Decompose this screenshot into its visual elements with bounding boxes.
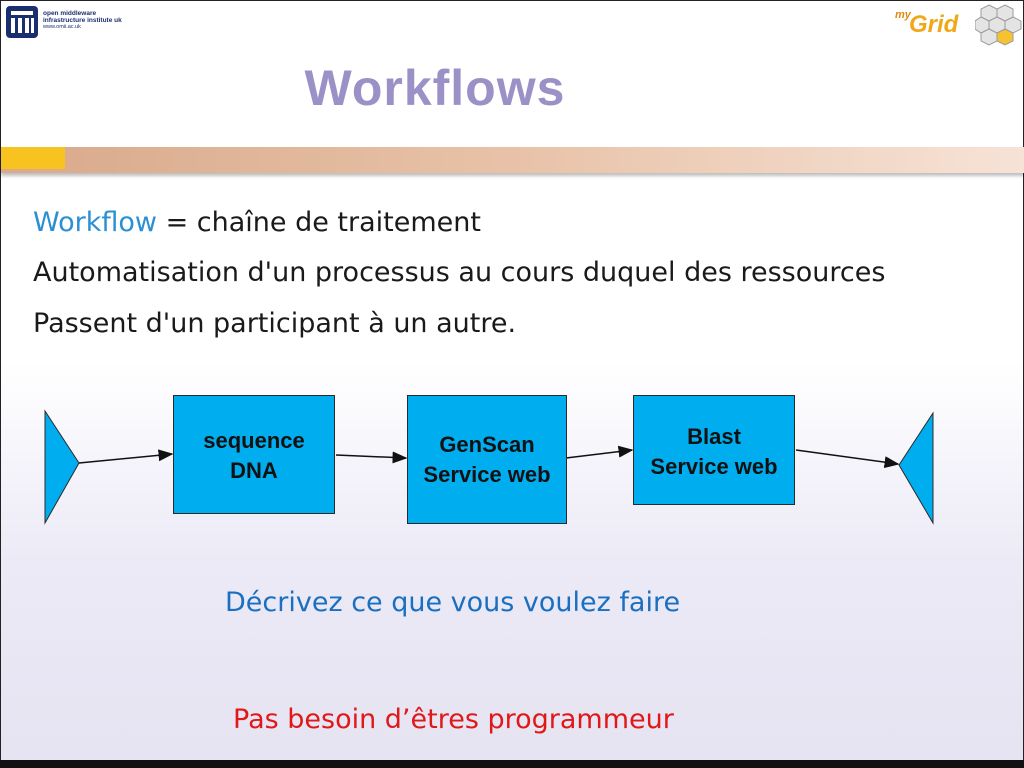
no-programmer-note: Pas besoin d’êtres programmeur	[233, 704, 674, 735]
node-genscan-line-1: GenScan	[439, 431, 535, 457]
node-blast-line-1: Blast	[687, 424, 741, 449]
node-sequence-dna-line-2: DNA	[230, 458, 278, 483]
mygrid-logo: my Grid	[891, 3, 1024, 47]
omii-logo-text: open middleware infrastructure institute…	[43, 10, 122, 31]
body-line-2: Automatisation d'un processus au cours d…	[33, 257, 886, 288]
body-line-3: Passent d'un participant à un autre.	[33, 308, 517, 339]
body-line-1-rest: = chaîne de traitement	[156, 207, 481, 238]
title-separator-accent	[1, 147, 65, 169]
title-separator-band	[1, 147, 1024, 173]
mygrid-grid: Grid	[909, 11, 959, 38]
mygrid-logo-icon	[975, 4, 1022, 46]
edge-genscan-to-blast	[565, 445, 634, 459]
edge-input-to-sequence	[78, 449, 174, 464]
input-triangle	[44, 409, 80, 525]
edge-sequence-to-genscan	[335, 451, 408, 464]
output-triangle	[898, 411, 934, 525]
slide-title: Workflows	[304, 60, 566, 116]
mygrid-my: my	[895, 9, 911, 21]
node-genscan-line-2: Service web	[423, 461, 551, 487]
node-blast-line-2: Service web	[650, 454, 778, 479]
omii-url: www.omii.ac.uk	[43, 24, 81, 30]
describe-note: Décrivez ce que vous voulez faire	[225, 587, 681, 618]
workflow-keyword: Workflow	[33, 207, 157, 238]
bottom-border	[0, 760, 1024, 768]
omii-line-1: open middleware	[43, 10, 97, 17]
omii-line-2: infrastructure institute uk	[43, 17, 122, 24]
edge-blast-to-output	[795, 449, 900, 469]
omii-logo: open middleware infrastructure institute…	[5, 5, 145, 41]
workflow-diagram	[44, 409, 934, 525]
omii-logo-icon	[6, 6, 38, 38]
body-line-1: Workflow = chaîne de traitement	[33, 207, 481, 238]
node-sequence-dna-line-1: sequence	[203, 428, 305, 453]
